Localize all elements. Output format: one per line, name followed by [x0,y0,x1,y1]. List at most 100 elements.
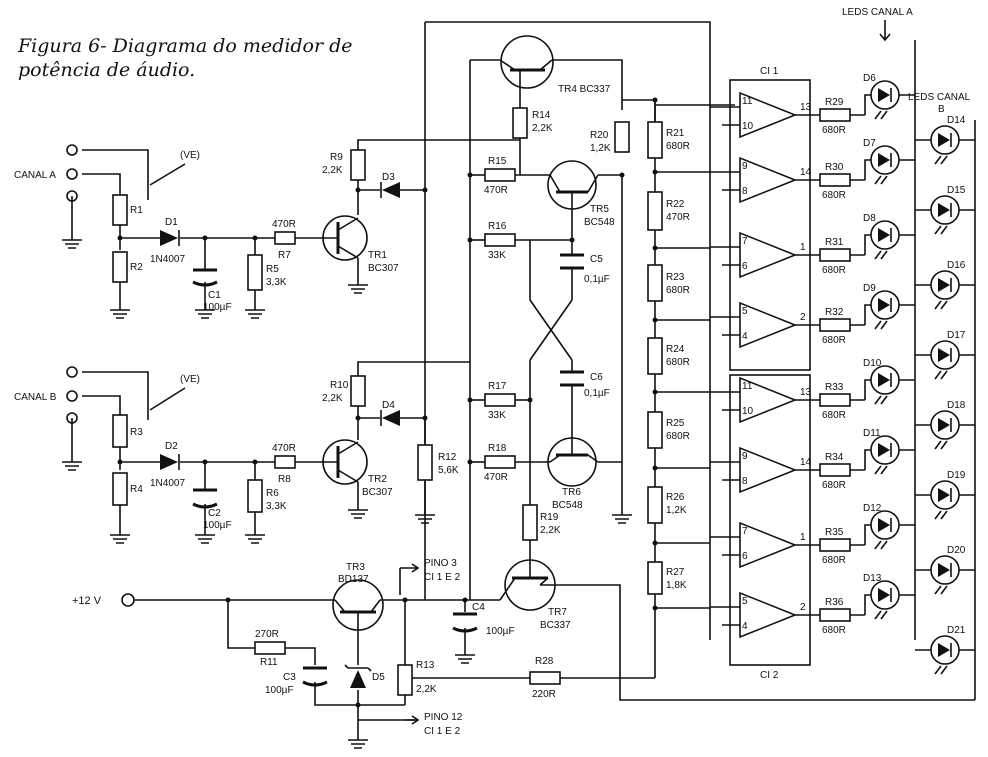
label-r10: R10 [330,380,349,391]
resistor-value: 680R [822,480,846,491]
label-r12v: 5,6K [438,465,459,476]
pin-label: 1 [800,242,806,253]
tr1 [322,215,368,261]
supply-label: +12 V [72,595,102,607]
label-r15: R15 [488,156,507,167]
label-r19v: 2,2K [540,525,561,536]
label-r21: R21 [666,128,685,139]
pin-label: 8 [742,476,748,487]
ve-a-arrow [149,163,186,186]
resistor-label: R32 [825,307,844,318]
label-r21v: 680R [666,141,690,152]
ve-b-arrow [149,387,186,411]
label-tr2v: BC307 [362,487,393,498]
comparator-triangle [739,521,798,569]
resistor-label: R34 [825,452,844,463]
led-label: D18 [947,400,966,411]
label-r9v: 2,2K [322,165,343,176]
capacitors [192,253,584,687]
label-r5v: 3,3K [266,277,287,288]
label-tr1: TR1 [368,250,387,261]
pin-label: 10 [742,121,754,132]
label-c1: C1 [208,290,221,301]
label-r25v: 680R [666,431,690,442]
ci1-label: CI 1 [760,66,779,77]
label-r25: R25 [666,418,685,429]
pin-label: 9 [742,451,748,462]
resistor-value: 680R [822,410,846,421]
label-r2: R2 [130,262,143,273]
ci2-label: CI 2 [760,670,779,681]
pino3-label-2: CI 1 E 2 [424,572,461,583]
label-r17v: 33K [488,410,506,421]
led-label: D15 [947,185,966,196]
label-r6: R6 [266,488,279,499]
resistors [112,107,663,696]
tr4 [499,35,554,89]
led-label: D12 [863,503,882,514]
pino3-arrow [400,563,420,573]
label-r28: R28 [535,656,554,667]
label-r13: R13 [416,660,435,671]
label-tr2: TR2 [368,474,387,485]
resistor-value: 680R [822,125,846,136]
label-c6v: 0,1µF [584,388,610,399]
leds-canal-b-label-1: LEDS CANAL [908,92,971,103]
canal-b-label: CANAL B [14,392,57,403]
resistor-label: R29 [825,97,844,108]
resistor-label: R33 [825,382,844,393]
pin-label: 14 [800,457,812,468]
led-label: D14 [947,115,966,126]
label-r13v: 2,2K [416,684,437,695]
label-r16: R16 [488,221,507,232]
pino12-label-1: PINO 12 [424,712,463,723]
label-tr3: TR3 [346,562,365,573]
ground-symbols [62,239,632,749]
pin-label: 8 [742,186,748,197]
pin-label: 5 [742,306,748,317]
label-d4: D4 [382,400,395,411]
label-c4: C4 [472,602,485,613]
led-label: D20 [947,545,966,556]
canal-a-label: CANAL A [14,170,56,181]
label-tr1v: BC307 [368,263,399,274]
label-r20v: 1,2K [590,143,611,154]
label-r12: R12 [438,452,457,463]
label-r23: R23 [666,272,685,283]
label-c6: C6 [590,372,603,383]
comparator-triangle [739,446,798,494]
label-r1: R1 [130,205,143,216]
label-r5: R5 [266,264,279,275]
input-terminals [66,144,135,607]
comparator-triangle [739,156,798,204]
resistor-value: 680R [822,265,846,276]
label-r8: R8 [278,474,291,485]
label-d2: D2 [165,441,178,452]
tr6 [547,437,599,487]
resistor-value: 680R [822,190,846,201]
caption-line-1: Figura 6- Diagrama do medidor de [17,35,353,57]
resistor-label: R31 [825,237,844,248]
led-label: D19 [947,470,966,481]
pin-label: 14 [800,167,812,178]
junctions [117,97,658,708]
pin-label: 13 [800,387,812,398]
label-r28v: 220R [532,689,556,700]
label-tr6: TR6 [562,487,581,498]
label-r3: R3 [130,427,143,438]
led-label: D8 [863,213,876,224]
label-r18: R18 [488,443,507,454]
pin-label: 4 [742,331,748,342]
label-r16v: 33K [488,250,506,261]
label-r26v: 1,2K [666,505,687,516]
label-r10v: 2,2K [322,393,343,404]
ve-a-label: (VE) [180,150,200,161]
resistor-value: 680R [822,555,846,566]
label-r7: R7 [278,250,291,261]
ci1-box [729,79,811,371]
resistor-label: R30 [825,162,844,173]
label-tr5v: BC548 [584,217,615,228]
tr2 [322,439,368,485]
